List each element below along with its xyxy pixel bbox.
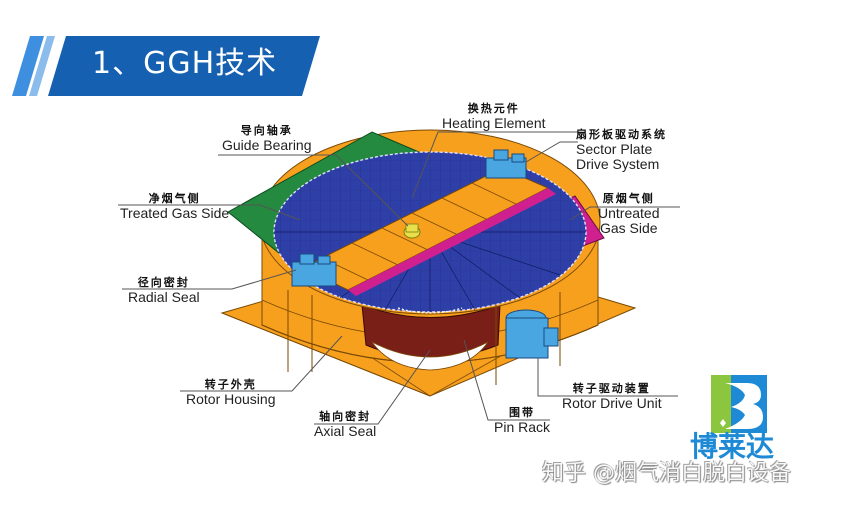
label-axial-seal: 轴向密封 Axial Seal (314, 410, 377, 439)
label-untreated-gas-side: 原烟气侧 Untreated Gas Side (598, 192, 660, 236)
rotor-drive-unit-part (505, 309, 559, 359)
section-title: 1、GGH技术 (92, 46, 278, 81)
label-sector-plate-drive: 扇形板驱动系统 Sector Plate Drive System (576, 128, 667, 172)
label-rotor-housing: 转子外壳 Rotor Housing (186, 378, 276, 407)
label-guide-bearing: 导向轴承 Guide Bearing (222, 124, 312, 153)
radial-seal-drive-unit (291, 253, 337, 287)
label-radial-seal: 径向密封 Radial Seal (128, 276, 200, 305)
label-heating-element: 换热元件 Heating Element (442, 102, 546, 131)
section-banner: 1、GGH技术 (0, 0, 340, 110)
sector-plate-drive-unit (485, 149, 527, 179)
label-pin-rack: 围带 Pin Rack (494, 406, 551, 435)
watermark: 知乎 @烟气消白脱白设备 (542, 461, 791, 486)
label-treated-gas-side: 净烟气侧 Treated Gas Side (120, 192, 230, 221)
company-logo-text: 博莱达 (690, 430, 775, 463)
company-logo (711, 375, 767, 433)
logo-mark-icon (711, 375, 767, 433)
banner-shape (12, 36, 320, 96)
label-rotor-drive-unit: 转子驱动装置 Rotor Drive Unit (562, 382, 662, 411)
